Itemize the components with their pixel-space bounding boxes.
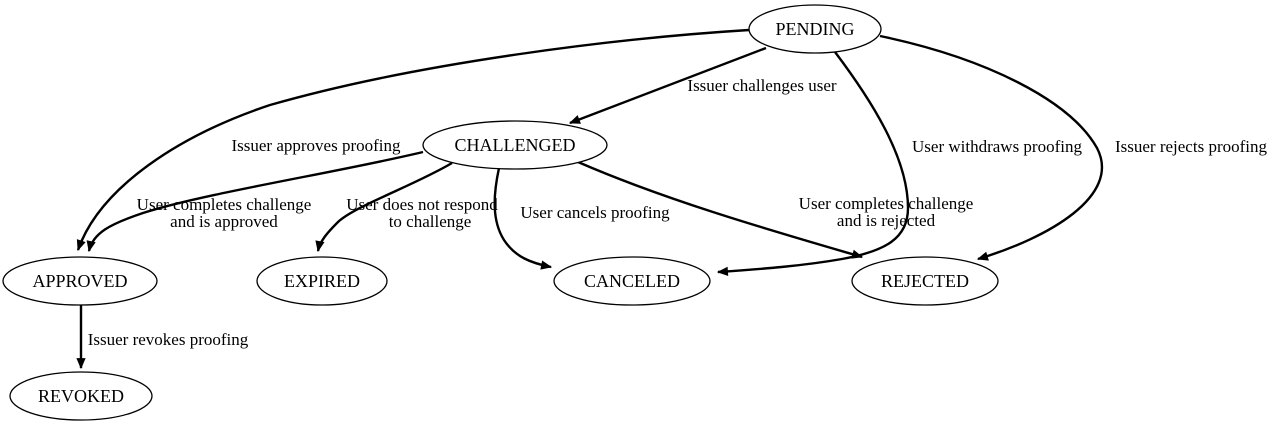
node-pending: PENDING xyxy=(748,4,882,54)
edge-approved-revoked-label: Issuer revokes proofing xyxy=(88,330,249,349)
node-canceled: CANCELED xyxy=(553,256,711,306)
node-challenged-ellipse xyxy=(422,120,608,170)
edge-pending-approved: Issuer approves proofing xyxy=(76,28,750,252)
node-challenged-label: CHALLENGED xyxy=(455,135,576,155)
edge-challenged-rejected-label-line2: and is rejected xyxy=(837,211,936,230)
edge-challenged-expired-label-line2: to challenge xyxy=(389,212,472,231)
node-pending-label: PENDING xyxy=(776,19,855,39)
node-approved-label: APPROVED xyxy=(32,271,127,291)
edge-challenged-approved-label-line1: User completes challenge xyxy=(137,195,312,214)
edge-challenged-expired: User does not respond to challenge xyxy=(315,161,498,253)
edge-pending-challenged-label: Issuer challenges user xyxy=(687,76,837,95)
node-expired: EXPIRED xyxy=(256,256,388,306)
edge-challenged-canceled-path xyxy=(493,167,553,270)
edge-pending-approved-path xyxy=(76,28,750,252)
node-expired-ellipse xyxy=(256,256,388,306)
edge-challenged-rejected: User completes challenge and is rejected xyxy=(577,160,974,259)
edge-challenged-rejected-label-line1: User completes challenge xyxy=(799,194,974,213)
edge-challenged-expired-label-line1: User does not respond xyxy=(346,195,498,214)
edge-approved-revoked: Issuer revokes proofing xyxy=(76,305,249,370)
edge-pending-canceled-label: User withdraws proofing xyxy=(912,137,1082,156)
node-expired-label: EXPIRED xyxy=(284,271,360,291)
edge-pending-challenged-path xyxy=(568,46,767,125)
node-challenged: CHALLENGED xyxy=(422,120,608,170)
edge-challenged-expired-path xyxy=(315,161,453,253)
edge-pending-approved-label: Issuer approves proofing xyxy=(231,136,401,155)
edge-pending-rejected: Issuer rejects proofing xyxy=(879,34,1268,261)
node-revoked: REVOKED xyxy=(9,371,153,421)
edge-challenged-canceled-label: User cancels proofing xyxy=(520,203,670,222)
node-revoked-ellipse xyxy=(9,371,153,421)
edge-challenged-approved: User completes challenge and is approved xyxy=(86,150,424,253)
edge-pending-canceled-path xyxy=(716,51,910,276)
node-rejected-ellipse xyxy=(851,256,999,306)
node-pending-ellipse xyxy=(748,4,882,54)
node-approved: APPROVED xyxy=(2,256,158,306)
node-approved-ellipse xyxy=(2,256,158,306)
node-rejected-label: REJECTED xyxy=(881,271,969,291)
edge-pending-rejected-path xyxy=(879,34,1104,261)
node-revoked-label: REVOKED xyxy=(38,386,124,406)
edge-pending-rejected-label: Issuer rejects proofing xyxy=(1115,137,1268,156)
node-rejected: REJECTED xyxy=(851,256,999,306)
node-canceled-ellipse xyxy=(553,256,711,306)
edge-challenged-canceled: User cancels proofing xyxy=(493,167,670,270)
edge-challenged-approved-label-line2: and is approved xyxy=(170,212,278,231)
edge-pending-challenged: Issuer challenges user xyxy=(568,46,837,125)
edge-pending-canceled: User withdraws proofing xyxy=(716,51,1082,276)
node-canceled-label: CANCELED xyxy=(584,271,680,291)
edge-challenged-approved-path xyxy=(86,150,424,253)
edge-challenged-rejected-path xyxy=(577,160,864,259)
